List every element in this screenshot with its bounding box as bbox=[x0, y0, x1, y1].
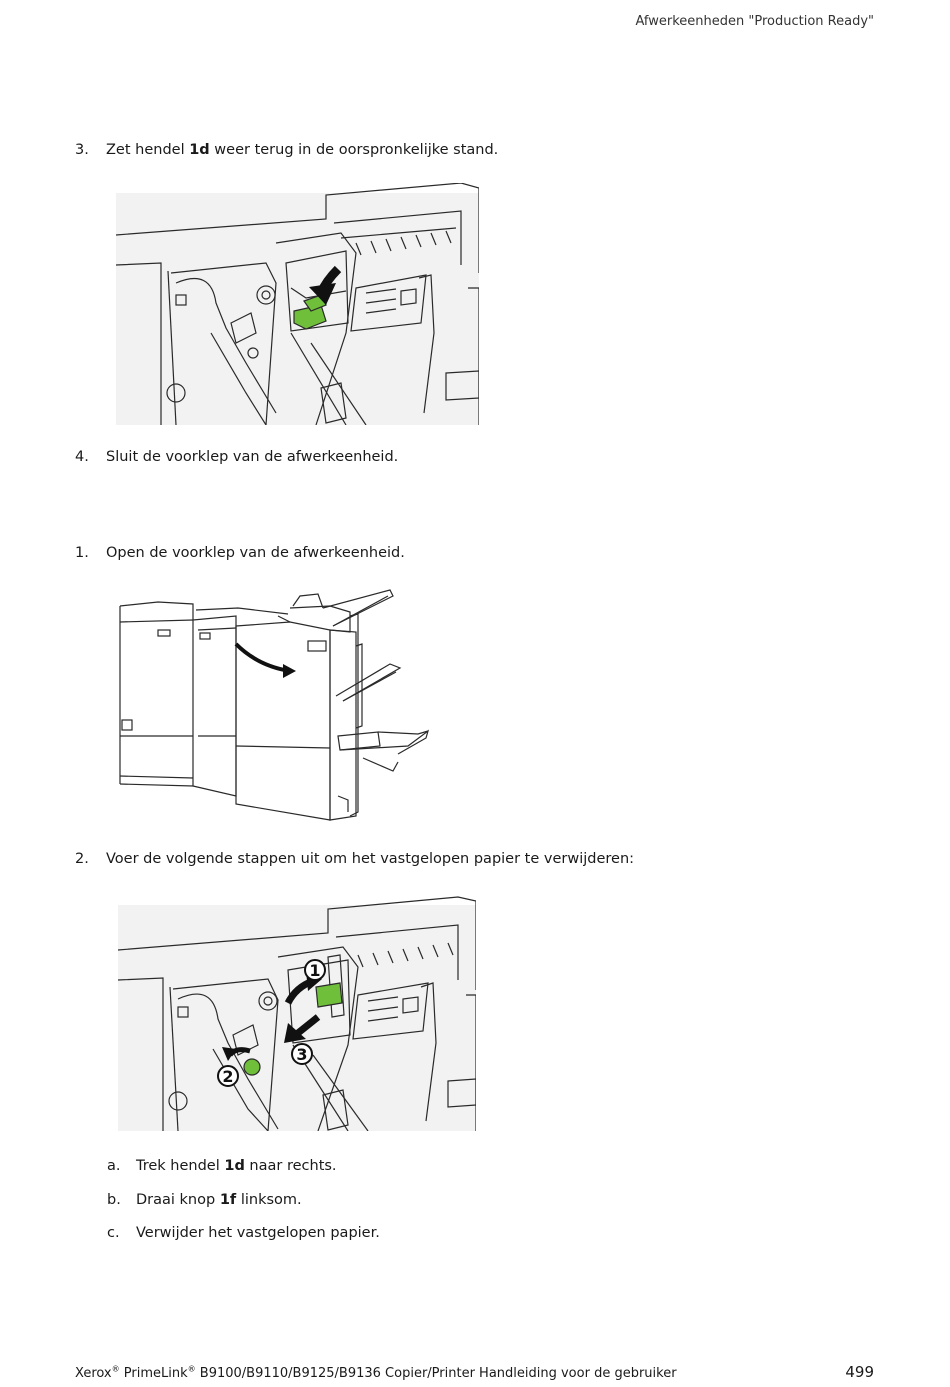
step-3: 3. Zet hendel 1d weer terug in de oorspro… bbox=[75, 142, 498, 158]
substep-letter: b. bbox=[107, 1192, 121, 1208]
page-footer: Xerox® PrimeLink® B9100/B9110/B9125/B913… bbox=[75, 1364, 677, 1381]
substep-text: Draai knop bbox=[136, 1192, 220, 1208]
svg-text:3: 3 bbox=[296, 1045, 307, 1064]
part-label: 1d bbox=[189, 142, 210, 158]
substep-text: naar rechts. bbox=[244, 1158, 337, 1174]
footer-brand: Xerox bbox=[75, 1366, 112, 1381]
illustration-remove-jam: 1 2 3 bbox=[118, 895, 476, 1131]
substep-a: a. Trek hendel 1d naar rechts. bbox=[107, 1158, 337, 1174]
step-4: 4. Sluit de voorklep van de afwerkeenheid… bbox=[75, 449, 398, 465]
illustration-lever-return bbox=[116, 183, 479, 425]
footer-product: PrimeLink bbox=[123, 1366, 188, 1381]
substep-text: Trek hendel bbox=[136, 1158, 225, 1174]
step-number: 4. bbox=[75, 449, 89, 465]
substep-text: linksom. bbox=[236, 1192, 302, 1208]
step-2: 2. Voer de volgende stappen uit om het va… bbox=[75, 851, 634, 867]
substep-c: c. Verwijder het vastgelopen papier. bbox=[107, 1225, 380, 1241]
registered-mark: ® bbox=[111, 1364, 120, 1374]
step-text: Open de voorklep van de afwerkeenheid. bbox=[106, 545, 405, 561]
substep-letter: c. bbox=[107, 1225, 120, 1241]
part-label: 1f bbox=[219, 1192, 237, 1208]
substep-text: Verwijder het vastgelopen papier. bbox=[136, 1225, 380, 1241]
svg-text:2: 2 bbox=[222, 1067, 233, 1086]
step-number: 2. bbox=[75, 851, 89, 867]
callout-1: 1 bbox=[304, 959, 326, 981]
step-number: 1. bbox=[75, 545, 89, 561]
step-text: weer terug in de oorspronkelijke stand. bbox=[209, 142, 499, 158]
svg-text:1: 1 bbox=[309, 961, 320, 980]
illustration-open-front-door bbox=[118, 586, 430, 824]
callout-2: 2 bbox=[217, 1065, 239, 1087]
part-label: 1d bbox=[224, 1158, 245, 1174]
substep-b: b. Draai knop 1f linksom. bbox=[107, 1192, 302, 1208]
callout-3: 3 bbox=[291, 1043, 313, 1065]
footer-title: B9100/B9110/B9125/B9136 Copier/Printer H… bbox=[195, 1366, 677, 1381]
page-number: 499 bbox=[845, 1363, 874, 1381]
running-header: Afwerkeenheden "Production Ready" bbox=[635, 14, 874, 29]
step-text: Sluit de voorklep van de afwerkeenheid. bbox=[106, 449, 399, 465]
registered-mark: ® bbox=[187, 1364, 196, 1374]
step-text: Voer de volgende stappen uit om het vast… bbox=[106, 851, 635, 867]
step-number: 3. bbox=[75, 142, 89, 158]
step-1: 1. Open de voorklep van de afwerkeenheid. bbox=[75, 545, 405, 561]
step-text: Zet hendel bbox=[106, 142, 190, 158]
substep-letter: a. bbox=[107, 1158, 121, 1174]
